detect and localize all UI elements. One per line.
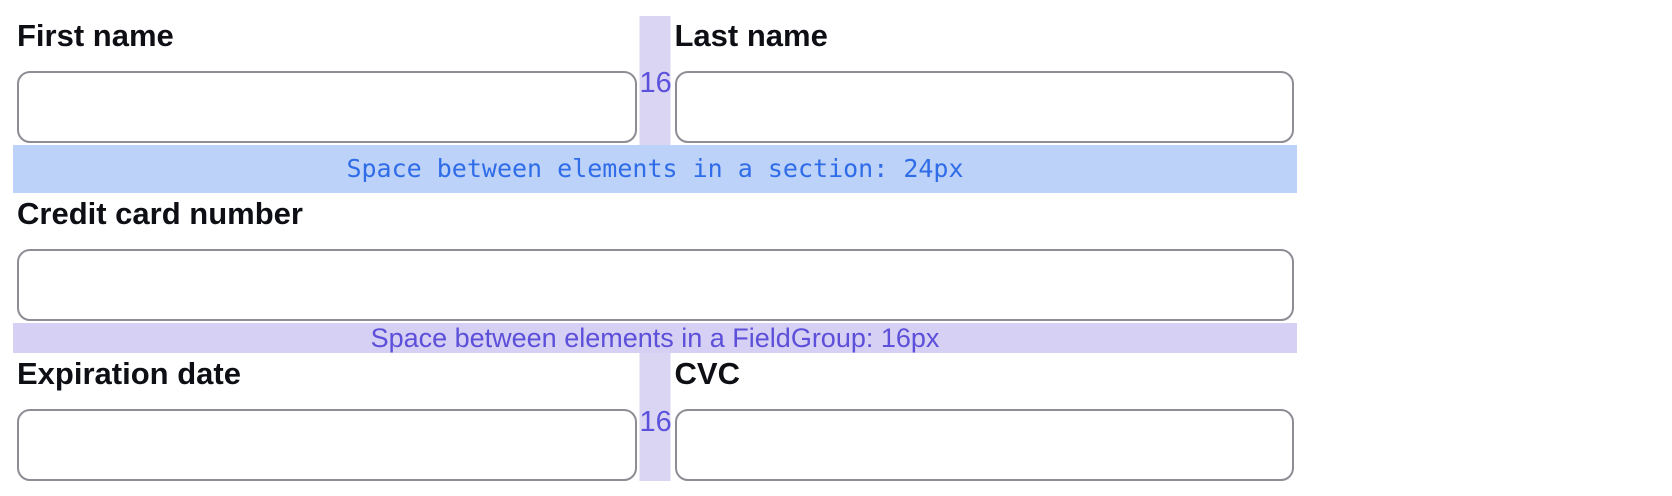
credit-card-number-input[interactable] [17,249,1294,321]
first-name-label: First name [17,18,174,53]
expiration-date-input[interactable] [17,409,637,481]
field-cvc: CVC [671,353,1298,481]
cvc-input[interactable] [674,409,1294,481]
field-row-credit-card: Credit card number [13,193,1297,321]
fieldgroup-row-name: First name Last name 16 [13,15,1298,145]
form-spacing-demo: First name Last name 16 Space between el… [13,0,1297,481]
section-gap-band: Space between elements in a section: 24p… [13,145,1297,193]
credit-card-number-label: Credit card number [17,196,303,231]
cvc-label: CVC [674,356,740,391]
column-gap-size-label: 16 [639,67,672,99]
column-gap-size-label: 16 [639,406,672,438]
column-gap-strip-top: 16 [639,16,672,145]
field-first-name: First name [13,15,640,143]
field-credit-card-number: Credit card number [13,193,1297,321]
fieldgroup-row-card-details: Expiration date CVC 16 [13,353,1297,481]
first-name-input[interactable] [17,71,637,143]
field-expiration-date: Expiration date [13,353,640,481]
last-name-input[interactable] [674,71,1294,143]
field-last-name: Last name [671,15,1298,143]
column-gap-strip-bottom: 16 [639,353,672,481]
expiration-date-label: Expiration date [17,356,241,391]
last-name-label: Last name [674,18,828,53]
fieldgroup-gap-band: Space between elements in a FieldGroup: … [13,323,1297,353]
